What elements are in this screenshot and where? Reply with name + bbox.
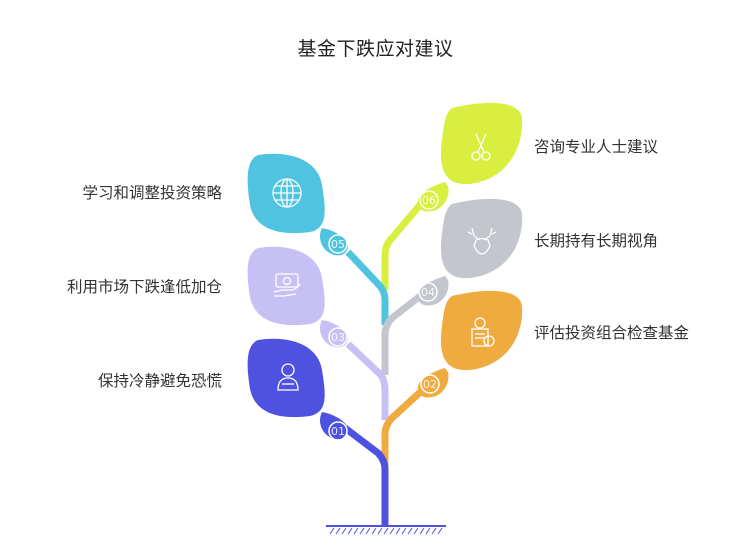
globe-icon xyxy=(272,178,302,208)
label-01: 保持冷静避免恐慌 xyxy=(97,372,222,390)
number-04: 04 xyxy=(421,286,435,299)
number-05: 05 xyxy=(331,238,345,251)
person-meditating-icon xyxy=(277,363,299,391)
leaf-01: 01 xyxy=(247,338,348,441)
label-06: 咨询专业人士建议 xyxy=(534,138,659,156)
stem-04 xyxy=(381,287,431,375)
diagram-title: 基金下跌应对建议 xyxy=(297,38,454,60)
number-02: 02 xyxy=(423,378,437,391)
label-04: 长期持有长期视角 xyxy=(534,232,659,250)
hand-holding-money-icon xyxy=(273,273,301,297)
label-02: 评估投资组合检查基金 xyxy=(534,324,690,342)
number-01: 01 xyxy=(331,425,345,438)
stem-03 xyxy=(345,341,389,420)
deer-head-icon xyxy=(467,227,497,255)
stem-01 xyxy=(342,425,389,526)
number-06: 06 xyxy=(422,194,436,207)
label-03: 利用市场下跌逢低加仓 xyxy=(66,278,222,296)
leaf-04: 04 xyxy=(417,198,523,306)
money-document-icon xyxy=(471,317,495,347)
stem-02 xyxy=(381,382,431,470)
number-03: 03 xyxy=(331,331,345,344)
scissors-icon xyxy=(471,133,491,161)
leaf-03: 03 xyxy=(247,246,348,348)
stem-05 xyxy=(345,249,389,325)
leaf-02: 02 xyxy=(417,290,523,398)
leaf-05: 05 xyxy=(247,153,348,256)
label-05: 学习和调整投资策略 xyxy=(82,184,222,202)
ground xyxy=(326,525,446,535)
leaf-06: 06 xyxy=(417,102,523,212)
